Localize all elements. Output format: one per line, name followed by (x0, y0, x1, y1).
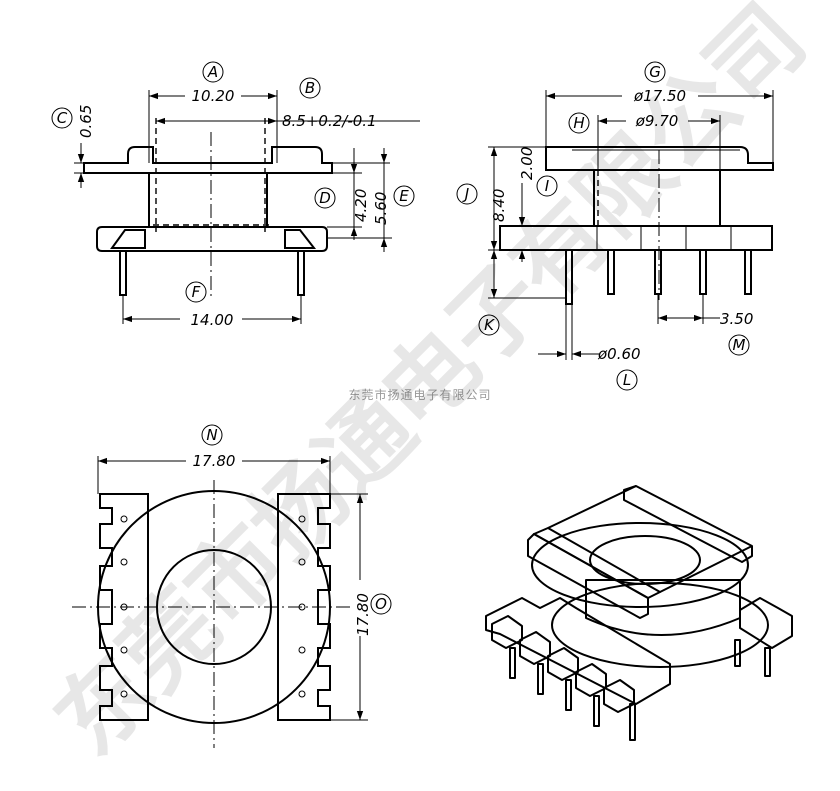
bottom-pin-rail-right (277, 493, 331, 721)
front-base-flange (96, 226, 328, 252)
dim-o-value: 17.80 (354, 593, 372, 636)
label-n: N (206, 426, 217, 444)
side-pin (744, 249, 752, 295)
iso-core-hole (589, 535, 701, 585)
iso-pin-header-right (739, 597, 793, 649)
label-e-circle (393, 185, 415, 207)
side-top-flange (545, 146, 774, 171)
dim-e-value: 5.60 (372, 192, 390, 225)
side-pin (654, 249, 662, 295)
dim-g-value: ø17.50 (633, 87, 686, 105)
label-e: E (399, 187, 409, 205)
label-l-circle (616, 369, 638, 391)
label-j: J (462, 185, 469, 203)
iso-pin-slots (491, 615, 635, 713)
label-j-circle (456, 183, 478, 205)
front-view: 10.20 A 8.5+0.2/-0.1 B 0.65 C 4.20 D 5.6… (51, 61, 420, 329)
bottom-pin-rail-left (99, 493, 149, 721)
pin-hole (298, 515, 306, 523)
side-pin (607, 249, 615, 295)
label-b-circle (299, 77, 321, 99)
label-k: K (484, 316, 495, 334)
watermark: 东莞市扬通电子有限公司 (35, 0, 826, 776)
pin-hole (120, 646, 128, 654)
iso-pin (734, 639, 741, 667)
dim-c-value: 0.65 (77, 105, 95, 138)
dim-f-value: 14.00 (191, 311, 234, 329)
dim-l-value: ø0.60 (597, 345, 641, 363)
label-a: A (207, 63, 218, 81)
pin-hole (120, 515, 128, 523)
pin-hole (298, 646, 306, 654)
label-h-circle (568, 112, 590, 134)
label-n-circle (201, 424, 223, 446)
dim-h-value: ø9.70 (635, 112, 679, 130)
side-base (499, 225, 773, 251)
label-k-circle (478, 314, 500, 336)
label-l: L (623, 371, 631, 389)
pin-hole (120, 690, 128, 698)
front-base-slot-right (284, 229, 317, 249)
label-h: H (573, 114, 584, 132)
pin-hole (120, 558, 128, 566)
label-g: G (649, 63, 661, 81)
iso-clip-edge (547, 485, 637, 529)
iso-pin (764, 647, 771, 677)
front-base-slot-left (110, 229, 146, 249)
label-i: I (545, 177, 550, 195)
iso-clip-edge (659, 545, 753, 593)
dim-d-value: 4.20 (352, 189, 370, 222)
label-c-circle (51, 107, 73, 129)
dim-a-value: 10.20 (192, 87, 235, 105)
iso-pin (537, 663, 544, 695)
pin-hole (298, 690, 306, 698)
label-o: O (375, 595, 387, 613)
label-g-circle (644, 61, 666, 83)
label-m-circle (728, 334, 750, 356)
iso-pin-header-left (485, 597, 671, 705)
dim-i-value: 2.00 (518, 147, 536, 180)
front-pin (297, 250, 305, 296)
front-top-flange (83, 146, 333, 174)
isometric-view (485, 485, 793, 741)
bottom-pin-holes (120, 515, 306, 698)
label-c: C (57, 109, 68, 127)
label-a-circle (202, 61, 224, 83)
iso-pins (509, 639, 771, 741)
label-o-circle (370, 593, 392, 615)
iso-upper-flange (531, 522, 749, 608)
dim-n-value: 17.80 (193, 452, 236, 470)
dim-j-value: 8.40 (490, 189, 508, 222)
dim-b-value: 8.5+0.2/-0.1 (282, 112, 377, 130)
iso-pin (629, 703, 636, 741)
iso-slot (547, 647, 579, 681)
label-f-circle (185, 281, 207, 303)
bottom-view: 17.80 N 17.80 O (72, 424, 392, 748)
dim-m-value: 3.50 (720, 310, 753, 328)
label-b: B (305, 79, 315, 97)
label-m: M (733, 336, 746, 354)
iso-slot (519, 631, 551, 665)
front-core-body (148, 172, 268, 228)
label-i-circle (536, 175, 558, 197)
front-pin (119, 250, 127, 296)
label-d: D (319, 189, 331, 207)
iso-clip-bar-top (533, 527, 661, 599)
side-view: ø17.50 G ø9.70 H 2.00 I 8.40 J K (456, 61, 774, 391)
side-pin (565, 249, 573, 305)
label-f: F (192, 283, 201, 301)
side-pin (699, 249, 707, 295)
label-d-circle (314, 187, 336, 209)
iso-pin (593, 695, 600, 727)
company-caption: 东莞市扬通电子有限公司 (348, 387, 491, 402)
iso-pin (565, 679, 572, 711)
iso-pin (509, 647, 516, 679)
pin-hole (298, 558, 306, 566)
